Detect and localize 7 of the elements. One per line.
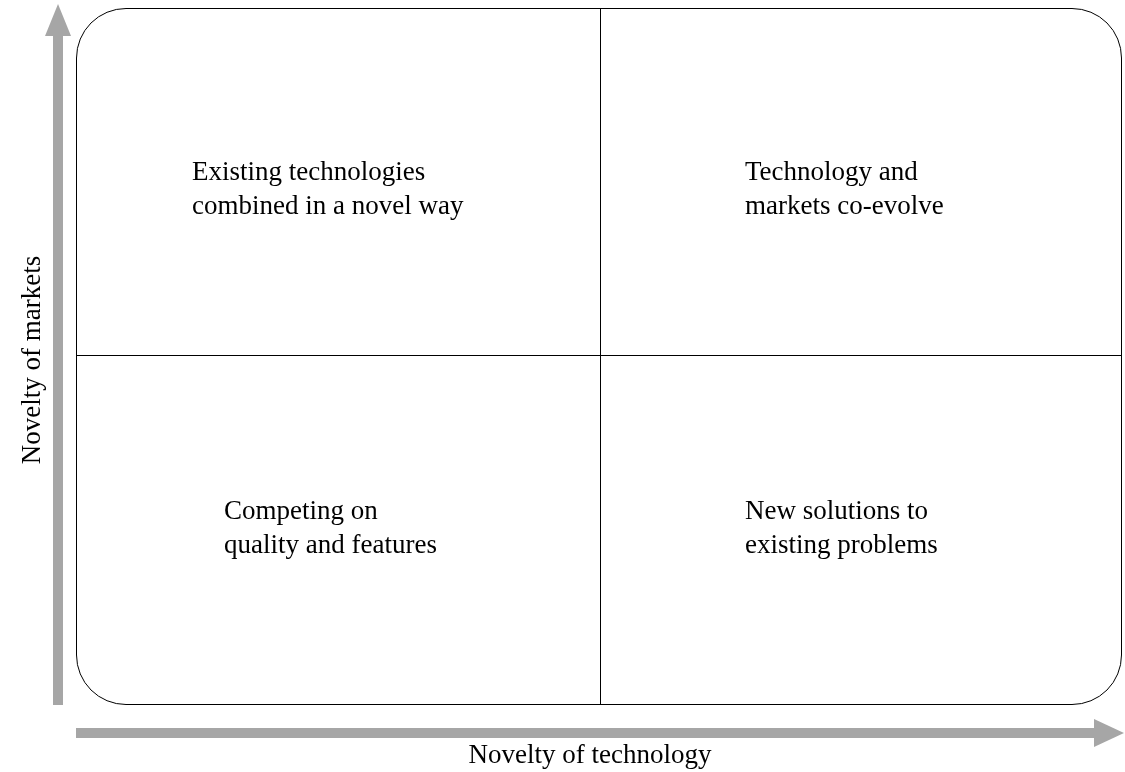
quadrant-label: New solutions to existing problems xyxy=(745,494,939,561)
matrix-quadrant xyxy=(77,9,601,356)
quadrant-label: Technology and markets co-evolve xyxy=(745,155,945,222)
quadrant-label: Existing technologies combined in a novel way xyxy=(192,155,465,222)
axis-label: Novelty of markets xyxy=(16,255,47,465)
axis-label: Novelty of technology xyxy=(468,739,712,769)
quadrant-label: Competing on quality and features xyxy=(224,494,438,561)
